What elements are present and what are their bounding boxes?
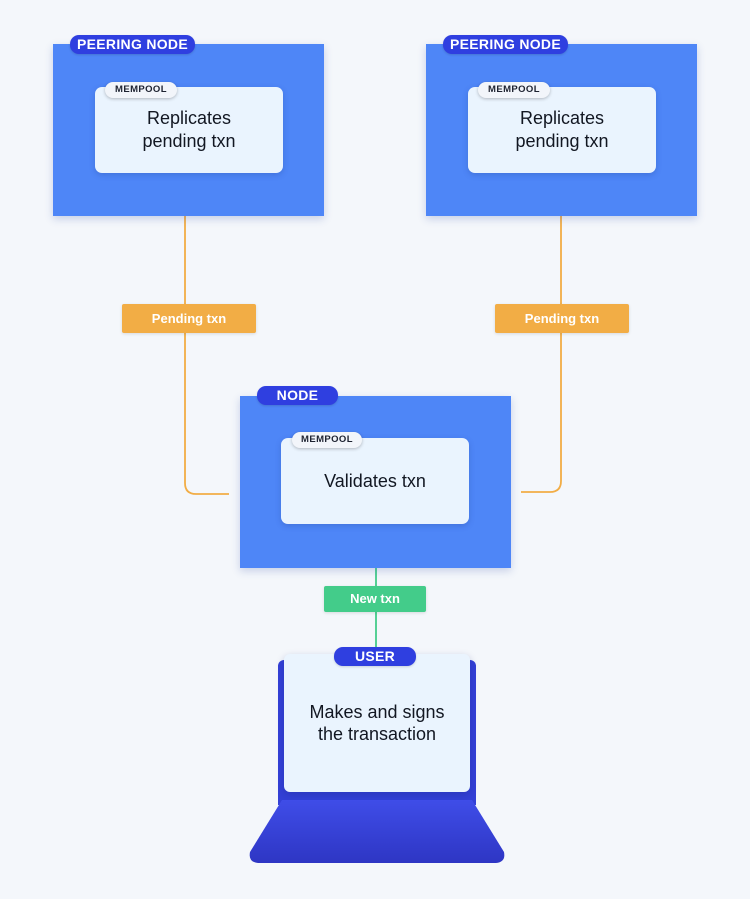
peering-node-right-text-line1: Replicates bbox=[519, 108, 605, 128]
user-text-line1: Makes and signs bbox=[309, 702, 445, 722]
node-mempool-label: MEMPOOL bbox=[292, 432, 362, 448]
peering-node-right-text: Replicates pending txn bbox=[515, 107, 608, 153]
user-text-line2: the transaction bbox=[317, 724, 437, 744]
node-mempool-card: Validates txn bbox=[281, 438, 469, 524]
user-text: Makes and signs the transaction bbox=[309, 701, 444, 745]
peering-node-left-mempool-card: Replicates pending txn bbox=[95, 87, 283, 173]
peering-node-left-text-line2: pending txn bbox=[142, 131, 236, 151]
pending-txn-right-label: Pending txn bbox=[495, 304, 629, 333]
pending-txn-right-connector bbox=[521, 190, 562, 493]
peering-node-left-text: Replicates pending txn bbox=[142, 107, 235, 153]
laptop-base bbox=[249, 800, 505, 863]
node-text: Validates txn bbox=[324, 470, 426, 491]
peering-node-right-badge: PEERING NODE bbox=[443, 35, 568, 54]
laptop-screen: Makes and signs the transaction bbox=[284, 654, 470, 792]
peering-node-left-badge: PEERING NODE bbox=[70, 35, 195, 54]
pending-txn-left-label: Pending txn bbox=[122, 304, 256, 333]
peering-node-right-mempool-label: MEMPOOL bbox=[478, 82, 550, 98]
peering-node-left-mempool-label: MEMPOOL bbox=[105, 82, 177, 98]
pending-txn-left-connector bbox=[184, 190, 229, 495]
peering-node-right-mempool-card: Replicates pending txn bbox=[468, 87, 656, 173]
node-badge: NODE bbox=[257, 386, 338, 405]
new-txn-label: New txn bbox=[324, 586, 426, 612]
peering-node-left-text-line1: Replicates bbox=[146, 108, 232, 128]
user-badge: USER bbox=[334, 647, 416, 666]
peering-node-right-text-line2: pending txn bbox=[515, 131, 609, 151]
